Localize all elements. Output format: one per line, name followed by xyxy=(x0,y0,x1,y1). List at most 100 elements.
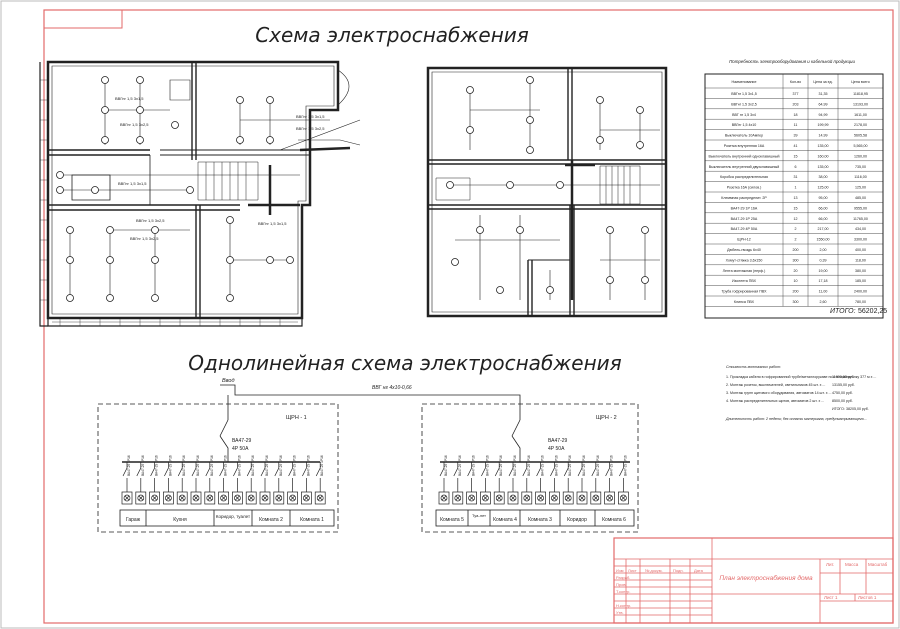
branch-circuit: ВА47-29 1Р16 xyxy=(135,455,147,505)
branch-circuit: ВА47-29 1Р16 xyxy=(590,455,602,505)
panel-1-breaker: ВА47-29 xyxy=(232,438,252,444)
breaker-label: ВА47-29 1Р16 xyxy=(279,455,283,476)
branch-circuit: ВА47-29 1Р16 xyxy=(549,455,560,505)
branch-circuit: ВА47-29 1Р16 xyxy=(604,455,615,505)
breaker-label: ВА47-29 1Р16 xyxy=(499,455,503,476)
corner-stamp xyxy=(43,9,123,29)
spec-cell: 185,00 xyxy=(855,279,866,283)
spec-cell: 17,18 xyxy=(819,279,828,283)
spec-cell: 1 xyxy=(795,186,797,190)
title-block-role: Т.контр. xyxy=(616,589,631,594)
spec-cell: Выключатель внутренний одноклавишный xyxy=(709,154,780,158)
room-label: Коридор, туалет xyxy=(216,514,250,519)
breaker-label: ВА47-29 1Р16 xyxy=(127,455,131,476)
breaker-label: ВА47-29 1Р16 xyxy=(554,455,558,476)
branch-circuit: ВА47-29 1Р16 xyxy=(507,455,519,505)
spec-cell: ВВГнг 1,5 3х2,5 xyxy=(731,102,757,106)
breaker-label: ВА47-29 1Р16 xyxy=(444,455,448,476)
branch-circuit: ВА47-29 1Р16 xyxy=(562,455,574,505)
branch-circuit: ВА47-29 1Р16 xyxy=(121,455,133,505)
spec-cell: 5605,58 xyxy=(854,134,867,138)
room-label: Комната 5 xyxy=(440,517,464,523)
branch-circuit: ВА47-29 1Р16 xyxy=(259,455,271,505)
panel-1-rating: 4Р 50А xyxy=(232,446,249,452)
breaker-label: ВА47-29 1Р16 xyxy=(610,455,614,476)
spec-cell: 3300,00 xyxy=(854,238,867,242)
breaker-label: ВА47-29 1Р16 xyxy=(293,455,297,476)
title-block: Изм Лист № докум. Подп. Дата Разраб. Про… xyxy=(613,537,894,624)
spec-cell: 12 xyxy=(794,217,798,221)
title-block-col: № докум. xyxy=(645,568,663,573)
spec-cell: 13193,00 xyxy=(853,102,868,106)
branch-circuit: ВА47-29 1Р16 xyxy=(521,455,533,505)
spec-cell: Труба гофрированная ПВХ xyxy=(722,290,768,294)
spec-cell: Розетка внутренняя 16А xyxy=(724,144,765,148)
spec-cell: ВА47-29 1Р 25А xyxy=(731,217,758,221)
breaker-label: ВА47-29 1Р16 xyxy=(623,455,627,476)
notes-amount: 4750,00 руб. xyxy=(832,391,853,395)
spec-cell: 200 xyxy=(793,290,799,294)
spec-cell: 19,00 xyxy=(819,269,828,273)
spec-cell: 200 xyxy=(793,248,799,252)
spec-cell: 300 xyxy=(793,258,799,262)
spec-cell: 31 xyxy=(794,175,798,179)
title-block-role: Утв. xyxy=(616,610,624,615)
branch-circuit: ВА47-29 1Р16 xyxy=(232,455,243,505)
room-label: Комната 1 xyxy=(300,517,324,523)
room-label: Комната 3 xyxy=(528,517,552,523)
mass-label: Масса xyxy=(845,562,859,567)
breaker-label: ВА47-29 1Р16 xyxy=(210,455,214,476)
room-label: Туа-лет xyxy=(472,513,486,518)
spec-cell: 9555,00 xyxy=(854,206,867,210)
breaker-label: ВА47-29 1Р16 xyxy=(582,455,586,476)
breaker-label: ВА47-29 1Р16 xyxy=(306,455,310,476)
spec-cell: 199,99 xyxy=(818,123,829,127)
notes-amount: 8500,00 руб. xyxy=(832,399,853,403)
cable-label: ВВГнг 1,5 3х1,5 xyxy=(296,114,325,119)
breaker-label: ВА47-29 1Р16 xyxy=(527,455,531,476)
spec-cell: 11,00 xyxy=(819,290,828,294)
spec-cell: 300 xyxy=(793,300,799,304)
breaker-label: ВА47-29 1Р16 xyxy=(541,455,545,476)
spec-total-value: 56202,25 xyxy=(858,308,887,315)
notes-amount: 13155,00 руб. xyxy=(832,383,855,387)
cable-label: ВВГнг 1,5 3х2,5 xyxy=(296,126,325,131)
spec-cell: ВВГ нг 1,5 3х4 xyxy=(732,113,756,117)
breaker-label: ВА47-29 1Р16 xyxy=(251,455,255,476)
spec-cell: 18 xyxy=(794,113,798,117)
breaker-label: ВА47-29 1Р16 xyxy=(568,455,572,476)
notes-item: 3. Монтаж групп щитового оборудования, а… xyxy=(726,391,831,395)
spec-table: Потребность электрооборудования и кабель… xyxy=(704,59,887,319)
spec-cell: 1611,00 xyxy=(854,113,867,117)
spec-cell: ВА47-29 1Р 16А xyxy=(731,206,758,210)
spec-cell: 11 xyxy=(794,123,798,127)
breaker-label: ВА47-29 1Р16 xyxy=(182,455,186,476)
spec-cell: ВВГнг 1,5 4х10 xyxy=(732,123,757,127)
spec-cell: 135,00 xyxy=(818,144,829,148)
cable-label: ВВГнг 1,5 3х2,5 xyxy=(130,236,159,241)
breaker-label: ВА47-29 1Р16 xyxy=(237,455,241,476)
spec-cell: 2,00 xyxy=(820,248,827,252)
breaker-label: ВА47-29 1Р16 xyxy=(141,455,145,476)
spec-cell: 380,00 xyxy=(855,269,866,273)
room-label: Гараж xyxy=(126,517,141,523)
floor-plan-left xyxy=(39,60,361,327)
spec-cell: 217,00 xyxy=(818,227,829,231)
spec-cell: 10 xyxy=(794,279,798,283)
spec-cell: 0,39 xyxy=(820,258,827,262)
branch-circuit: ВА47-29 1Р16 xyxy=(204,455,216,505)
breaker-label: ВА47-29 1Р16 xyxy=(596,455,600,476)
spec-cell: 160,00 xyxy=(818,154,829,158)
notes-heading: Стоимость монтажных работ: xyxy=(726,365,781,369)
spec-cell: 780,00 xyxy=(855,300,866,304)
spec-cell: 11765,00 xyxy=(853,217,868,221)
breaker-label: ВА47-29 1Р16 xyxy=(155,455,159,476)
title-block-col: Изм xyxy=(616,568,624,573)
spec-cell: Розетка 16А (силов.) xyxy=(727,186,762,190)
spec-cell: 66,00 xyxy=(819,217,828,221)
spec-cell: 434,00 xyxy=(855,227,866,231)
spec-cell: Дюбель-гвоздь 6х40 xyxy=(727,248,761,252)
spec-cell: Изолента ПВХ xyxy=(732,279,757,283)
branch-circuit: ВА47-29 1Р16 xyxy=(301,455,312,505)
cable-labels-left: ВВГнг 1,5 3х1,5 ВВГнг 1,5 3х2,5 ВВГнг 1,… xyxy=(115,96,325,241)
